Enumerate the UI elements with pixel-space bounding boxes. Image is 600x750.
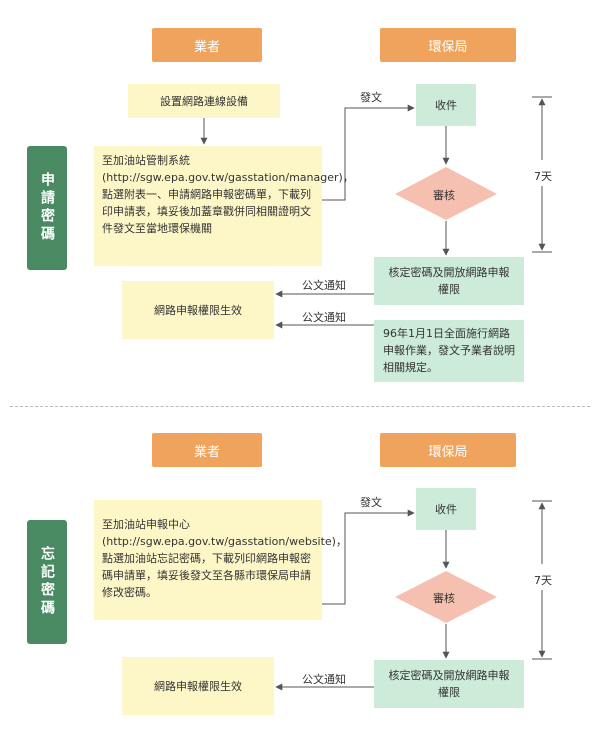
- side-label-apply: 申請密碼: [27, 146, 67, 270]
- side-label-forgot: 忘記密碼: [27, 520, 67, 644]
- header-epa-2: 環保局: [380, 433, 516, 467]
- send-label-2: 發文: [360, 496, 382, 509]
- effective-box-1: 網路申報權限生效: [122, 281, 274, 339]
- review-diamond-2: [395, 571, 497, 623]
- arrow-send-1: [322, 104, 415, 201]
- announcement-box: 96年1月1日全面施行網路申報作業，發文予業者說明相關規定。: [374, 320, 524, 382]
- days-label-1: 7天: [534, 170, 552, 183]
- arrow-send-2: [322, 509, 415, 605]
- header-operator-2: 業者: [152, 433, 262, 467]
- section-separator: [10, 406, 590, 407]
- forgot-instructions-box: 至加油站申報中心(http://sgw.epa.gov.tw/gasstatio…: [94, 500, 347, 620]
- days-label-2: 7天: [534, 574, 552, 587]
- review-label-1: 審核: [433, 189, 455, 202]
- receive-box-2: 收件: [416, 488, 476, 530]
- receive-box-1: 收件: [416, 84, 476, 126]
- setup-equipment-box: 設置網路連線設備: [128, 84, 280, 118]
- notice-label-1a: 公文通知: [302, 279, 346, 292]
- header-epa: 環保局: [380, 28, 516, 62]
- review-label-2: 審核: [433, 592, 455, 605]
- header-operator: 業者: [152, 28, 262, 62]
- notice-label-2: 公文通知: [302, 673, 346, 686]
- approve-box-1: 核定密碼及開放網路申報權限: [374, 257, 524, 305]
- review-diamond-1: [395, 167, 497, 220]
- approve-box-2: 核定密碼及開放網路申報權限: [374, 660, 524, 708]
- effective-box-2: 網路申報權限生效: [122, 657, 274, 715]
- notice-label-1b: 公文通知: [302, 311, 346, 324]
- apply-instructions-box: 至加油站管制系統(http://sgw.epa.gov.tw/gasstatio…: [94, 146, 354, 266]
- send-label-1: 發文: [360, 91, 382, 104]
